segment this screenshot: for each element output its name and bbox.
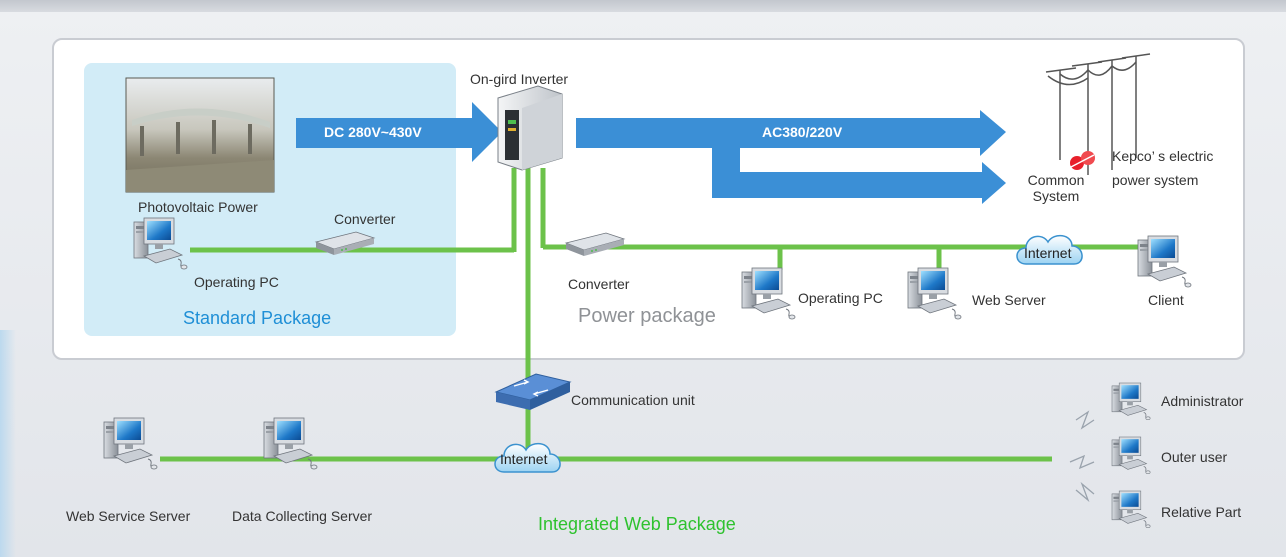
wireless-links xyxy=(1069,410,1095,503)
internet-top-label: Internet xyxy=(1024,245,1072,261)
photovoltaic-label: Photovoltaic Power xyxy=(138,199,258,215)
administrator-label: Administrator xyxy=(1161,393,1244,409)
relative-part-label: Relative Part xyxy=(1161,504,1242,520)
outer-user-icon xyxy=(1111,436,1151,475)
dc-arrow xyxy=(296,102,502,162)
communication-unit-icon xyxy=(494,373,572,410)
operating-pc-power-label: Operating PC xyxy=(798,290,883,306)
web-service-server-icon xyxy=(103,417,158,470)
client-icon xyxy=(1137,235,1192,288)
standard-package-label: Standard Package xyxy=(183,308,332,328)
operating-pc-std-label: Operating PC xyxy=(194,274,279,290)
outer-user-label: Outer user xyxy=(1161,449,1228,465)
dc-voltage-label: DC 280V~430V xyxy=(324,124,422,140)
web-server-label: Web Server xyxy=(972,292,1046,308)
inverter-label: On-gird Inverter xyxy=(470,71,569,87)
relative-part-icon xyxy=(1111,490,1151,529)
converter-power-label: Converter xyxy=(568,276,630,292)
web-service-server-label: Web Service Server xyxy=(66,508,191,524)
operating-pc-std-icon xyxy=(133,217,188,270)
client-label: Client xyxy=(1148,292,1184,308)
communication-unit-label: Communication unit xyxy=(571,392,695,408)
inverter-device xyxy=(497,85,563,171)
converter-power-icon xyxy=(565,232,625,257)
data-collecting-server-label: Data Collecting Server xyxy=(232,508,373,524)
top-band xyxy=(0,0,1286,12)
administrator-icon xyxy=(1111,382,1151,421)
operating-pc-power-icon xyxy=(741,267,796,320)
power-arrows xyxy=(296,102,1006,204)
web-server-icon xyxy=(907,267,962,320)
power-package-label: Power package xyxy=(578,305,716,327)
converter-std-label: Converter xyxy=(334,211,396,227)
ac-arrow xyxy=(576,110,1006,156)
common-system-label: Common System xyxy=(1027,172,1085,204)
integrated-web-package-label: Integrated Web Package xyxy=(538,514,736,534)
utility-poles xyxy=(1045,53,1151,175)
internet-bottom-label: Internet xyxy=(500,451,548,467)
kepco-logo-icon xyxy=(1070,151,1095,170)
kepco-label: Kepco’ s electric power system xyxy=(1112,148,1214,188)
ac-voltage-label: AC380/220V xyxy=(762,124,843,140)
common-arrow xyxy=(712,148,1006,204)
photovoltaic-photo xyxy=(125,77,275,193)
side-glow xyxy=(0,330,16,557)
